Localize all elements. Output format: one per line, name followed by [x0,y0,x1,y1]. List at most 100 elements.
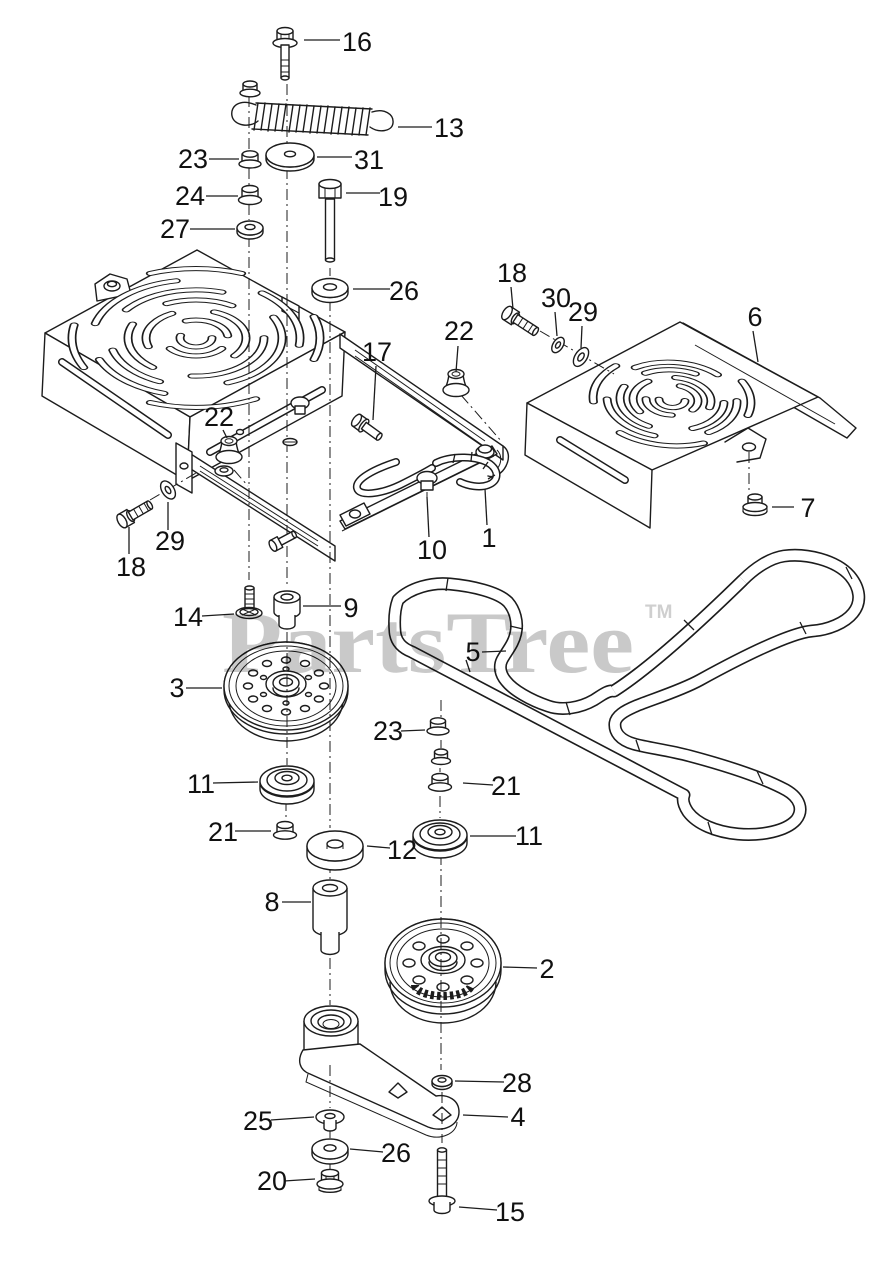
callout-label-22: 22 [444,316,474,346]
callout-leader-6 [752,330,759,363]
nut-7 [742,493,768,517]
callout-label-7: 7 [800,493,815,523]
callout-label-29: 29 [155,526,185,556]
washer-25 [315,1109,345,1132]
idler-arm [298,1005,460,1138]
callout-label-23: 23 [373,716,403,746]
bolt-18-right [501,305,540,337]
bolt-16 [272,26,298,81]
bolt-19 [318,178,342,263]
callout-label-3: 3 [169,673,184,703]
callout-label-19: 19 [378,182,408,212]
nut-24 [237,184,263,206]
nut-22-right [442,368,470,398]
callout-label-21: 21 [208,817,238,847]
callout-leader-26 [349,1148,384,1153]
callout-label-8: 8 [264,887,279,917]
callout-label-18: 18 [116,552,146,582]
nut-22-left [214,435,243,477]
idler-pulley-upper [223,641,349,742]
callout-label-23: 23 [178,144,208,174]
callout-label-5: 5 [465,637,480,667]
callout-leader-17 [372,365,377,421]
callout-label-11: 11 [515,821,543,851]
callout-label-6: 6 [747,302,762,332]
callout-leader-10 [426,496,430,538]
callout-leader-29 [580,325,583,349]
callout-leader-23 [400,729,426,732]
bolt-15 [428,1147,456,1215]
callout-label-16: 16 [342,27,372,57]
watermark-text: PartsTree [222,595,634,692]
callout-label-17: 17 [362,337,392,367]
callout-label-24: 24 [175,181,205,211]
callout-label-31: 31 [354,145,384,175]
washer-26-upper [311,277,349,304]
washer-27 [236,220,264,240]
drive-belt [388,548,866,841]
callout-label-9: 9 [343,593,358,623]
callout-leader-14 [201,613,235,617]
nut-23-right [426,717,450,736]
callout-leader-21 [462,782,494,786]
callout-label-18: 18 [497,258,527,288]
nut-20 [316,1168,344,1194]
engine-mount-plate-left [41,249,346,482]
spacer-8 [312,879,348,956]
callout-leader-18 [510,286,514,310]
callout-label-27: 27 [160,214,190,244]
callout-label-2: 2 [539,954,554,984]
spacer-9 [273,590,301,630]
callout-leader-22 [222,429,228,439]
callout-leader-11 [212,781,259,784]
idler-latch-bar [339,444,498,532]
callout-label-14: 14 [173,602,203,632]
control-rod [432,451,501,491]
callout-label-26: 26 [389,276,419,306]
cup-washer-11-right [412,819,468,859]
bolt-18-left [116,500,154,529]
washer-29-left [159,480,177,500]
callout-label-26: 26 [381,1138,411,1168]
guard-plate-right [524,321,857,529]
callout-label-29: 29 [568,297,598,327]
callout-label-4: 4 [510,1102,525,1132]
callout-label-13: 13 [434,113,464,143]
nut-23-top [238,150,262,169]
idler-pulley-lower [384,918,502,1024]
callout-leader-28 [454,1080,505,1083]
nut-mid-right [430,748,452,766]
callout-leader-5 [481,650,507,653]
carriage-bolt-rail [282,396,310,447]
callout-leader-22 [455,345,459,373]
bolt-14 [235,585,263,620]
callout-leader-20 [283,1178,316,1182]
callout-label-20: 20 [257,1166,287,1196]
callout-label-1: 1 [481,523,496,553]
callout-label-15: 15 [495,1197,525,1227]
callout-label-22: 22 [204,402,234,432]
watermark-tm: TM [645,602,672,623]
callout-leader-15 [458,1206,498,1211]
spring-13 [231,101,394,136]
washer-31 [265,142,315,172]
callout-leader-30 [554,311,558,337]
callout-label-12: 12 [387,835,417,865]
callout-label-10: 10 [417,535,447,565]
washer-28 [431,1074,453,1091]
callout-label-25: 25 [243,1106,273,1136]
washer-30 [551,336,565,354]
callout-label-30: 30 [541,283,571,313]
callout-leader-1 [484,488,488,526]
callout-label-11: 11 [187,769,215,799]
washer-12 [306,830,364,871]
nut-top [239,80,261,98]
nut-21-left [272,820,298,840]
callout-leader-4 [462,1114,509,1118]
nut-21-right [427,772,453,792]
callout-label-21: 21 [491,771,521,801]
washer-29-right [572,346,590,368]
